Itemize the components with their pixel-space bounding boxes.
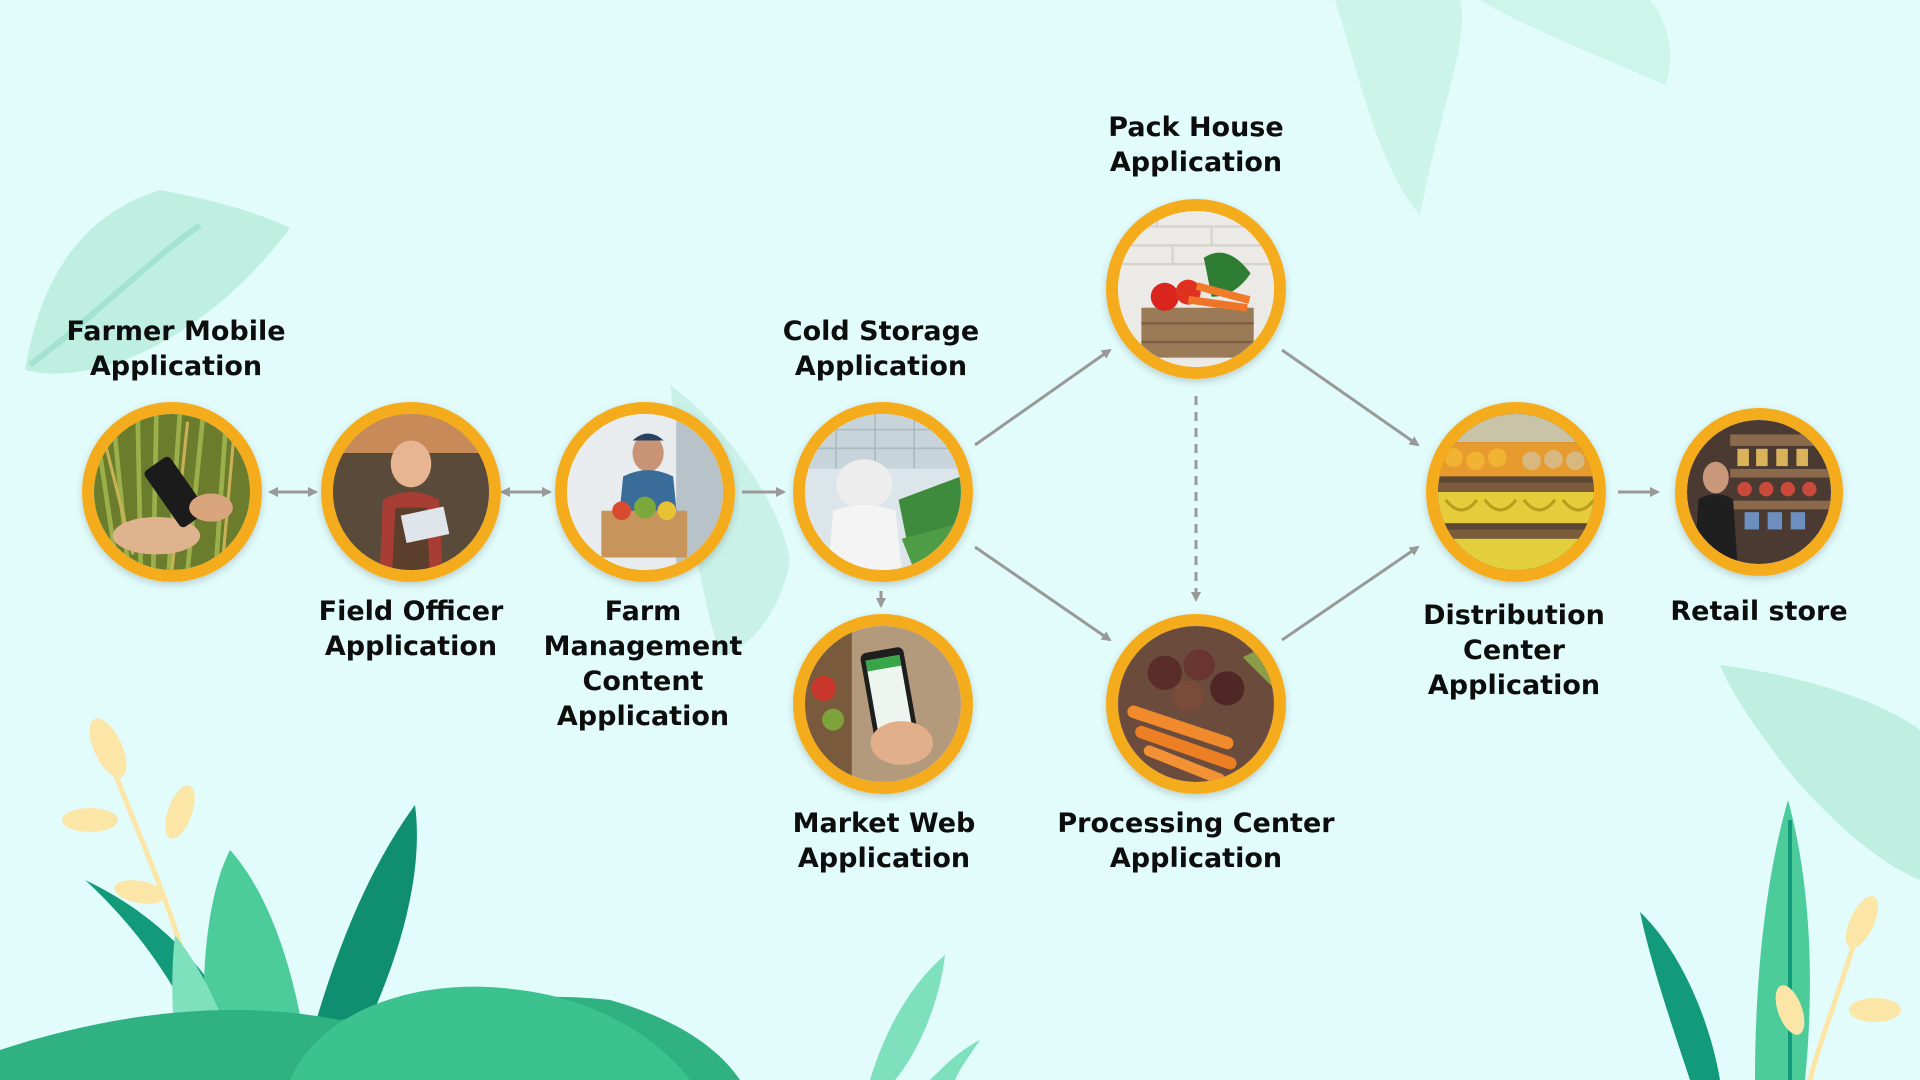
phone-in-field-photo-icon [94,414,250,570]
label-farmer-mobile: Farmer Mobile Application [66,316,286,382]
label-cold-storage: Cold Storage Application [782,316,980,382]
label-farm-management: Farm Management Content Application [543,596,743,732]
leaf-bottom-left-mound [290,986,690,1080]
label-field-officer: Field Officer Application [318,596,504,662]
edge-processing-center-to-distribution-center [1281,545,1420,642]
farmer-with-tablet-photo-icon [333,414,489,570]
leaf-decoration-top-right [1335,0,1462,215]
hand-holding-phone-photo-icon [805,626,961,782]
node-processing-center [1106,614,1286,794]
leaf-bottom-right-dark [1640,912,1720,1080]
leaf-bottom-middle [870,955,945,1080]
edge-cold-storage-to-processing-center [974,545,1112,642]
label-processing-center: Processing Center Application [1057,808,1335,874]
leaf-bottom-left-dark-2 [300,805,417,1080]
label-distribution-center: Distribution Center Application [1423,600,1605,701]
label-pack-house: Pack House Application [1108,112,1284,178]
leaf-bottom-middle-2 [930,1040,980,1080]
node-distribution-center [1426,402,1606,582]
greenhouse-worker-photo-icon [805,414,961,570]
label-retail-store: Retail store [1670,596,1848,627]
edge-cold-storage-to-pack-house [974,348,1112,447]
vegetable-crate-photo-icon [1118,211,1274,367]
node-cold-storage [793,402,973,582]
yellow-sprig-right [1775,896,1901,1035]
leaf-decoration-right [1720,665,1920,880]
node-field-officer [321,402,501,582]
leaf-decoration-top-left [25,190,290,374]
grocery-shelves-photo-icon [1687,420,1831,564]
yellow-sprig-left [62,718,195,904]
leaf-decoration-top-right-2 [1480,0,1671,85]
yellow-sprig-stem-right [1807,939,1858,1080]
node-market-web [793,614,973,794]
node-pack-house [1106,199,1286,379]
node-retail-store [1675,408,1843,576]
man-with-produce-box-photo-icon [567,414,723,570]
leaf-vein-top-left [28,222,202,368]
node-farmer-mobile [82,402,262,582]
fruit-stand-photo-icon [1438,414,1594,570]
carrots-beets-photo-icon [1118,626,1274,782]
node-farm-management [555,402,735,582]
edge-pack-house-to-distribution-center [1281,348,1420,447]
label-market-web: Market Web Application [792,808,976,874]
